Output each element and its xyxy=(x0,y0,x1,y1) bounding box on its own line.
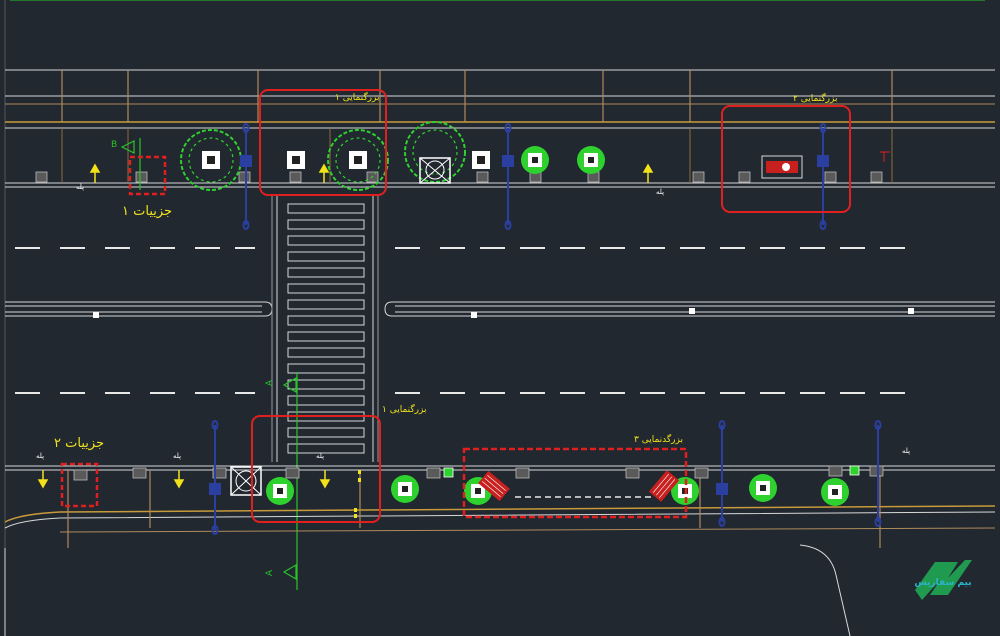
bottom-small-tree-2 xyxy=(391,475,419,503)
company-logo-icon xyxy=(915,560,972,600)
step-tag-5: پله xyxy=(316,452,325,460)
bottom-lower-road xyxy=(4,544,851,636)
zebra-stripe xyxy=(287,203,365,214)
zebra-stripe xyxy=(287,283,365,294)
callout-box-enlargement-1-bottom xyxy=(251,415,381,523)
zebra-stripe xyxy=(287,347,365,358)
top-tree-pit-square xyxy=(287,151,490,169)
bottom-small-tree-6 xyxy=(821,478,849,506)
top-property-dividers xyxy=(61,70,893,122)
section-mark-b: B xyxy=(111,140,118,150)
median-markers xyxy=(93,308,914,318)
zebra-stripe xyxy=(287,235,365,246)
bottom-lamp-posts xyxy=(209,420,882,535)
step-tag-6: پله xyxy=(902,447,911,455)
logo-text: بیم سفاریس xyxy=(914,578,972,588)
zebra-stripe xyxy=(287,395,365,406)
section-line-a xyxy=(282,372,298,590)
zebra-stripe xyxy=(287,363,365,374)
step-tag-4: پله xyxy=(173,452,182,460)
bottom-curb-lines xyxy=(4,465,996,533)
callout-label-enlargement-1-bottom: بزرگنمایی ۱ xyxy=(382,405,427,415)
bottom-tree-grate xyxy=(230,466,262,496)
callout-box-detail-1 xyxy=(128,155,167,196)
top-large-tree-2 xyxy=(327,129,389,191)
bottom-small-green-squares xyxy=(443,465,860,478)
zebra-stripe xyxy=(287,219,365,230)
top-bench xyxy=(761,155,803,179)
callout-box-enlargement-1-top xyxy=(259,89,387,196)
callout-box-enlargement-3 xyxy=(462,447,688,519)
bottom-step-markers xyxy=(354,470,361,518)
top-curb-lines xyxy=(5,121,995,188)
step-tag-1: پله xyxy=(76,183,85,191)
step-tag-3: پله xyxy=(36,452,45,460)
top-red-tick xyxy=(880,151,890,162)
bottom-bench-2 xyxy=(648,470,680,502)
top-large-tree-3 xyxy=(404,121,466,184)
bottom-small-tree-1 xyxy=(266,477,294,505)
zebra-stripe xyxy=(287,267,365,278)
callout-label-enlargement-1-top: بزرگنمایی ۱ xyxy=(335,93,380,103)
step-tag-2: پله xyxy=(656,188,665,196)
section-mark-a-top: A xyxy=(265,379,276,387)
detail-label-2: جزییات ۲ xyxy=(54,436,105,451)
top-small-tree-1 xyxy=(521,146,549,174)
callout-label-enlargement-2: بزرگنمایی ۲ xyxy=(793,94,838,104)
top-sidewalk-posts xyxy=(61,128,893,183)
bottom-small-tree-5 xyxy=(749,474,777,502)
bottom-planter-boxes xyxy=(73,465,884,481)
zebra-stripe xyxy=(287,443,365,454)
zebra-stripe xyxy=(287,427,365,438)
zebra-stripe xyxy=(287,315,365,326)
zebra-stripe xyxy=(287,251,365,262)
bottom-yellow-arrows xyxy=(37,470,331,489)
zebra-stripe xyxy=(287,331,365,342)
section-mark-a-bottom: A xyxy=(265,569,276,577)
top-lamp-posts xyxy=(240,123,829,230)
top-property-strip xyxy=(5,69,995,105)
top-yellow-arrows xyxy=(89,163,654,183)
detail-label-1: جزییات ۱ xyxy=(122,204,173,219)
callout-label-enlargement-3: بزرگدنمایی ۳ xyxy=(634,435,683,445)
bottom-bench-1 xyxy=(478,470,510,502)
zebra-stripe xyxy=(287,379,365,390)
callout-box-detail-2 xyxy=(60,462,99,508)
callout-box-enlargement-2 xyxy=(721,105,851,213)
top-small-tree-2 xyxy=(577,146,605,174)
top-planter-boxes xyxy=(35,171,883,183)
zebra-stripe xyxy=(287,299,365,310)
section-line-b xyxy=(120,138,141,190)
